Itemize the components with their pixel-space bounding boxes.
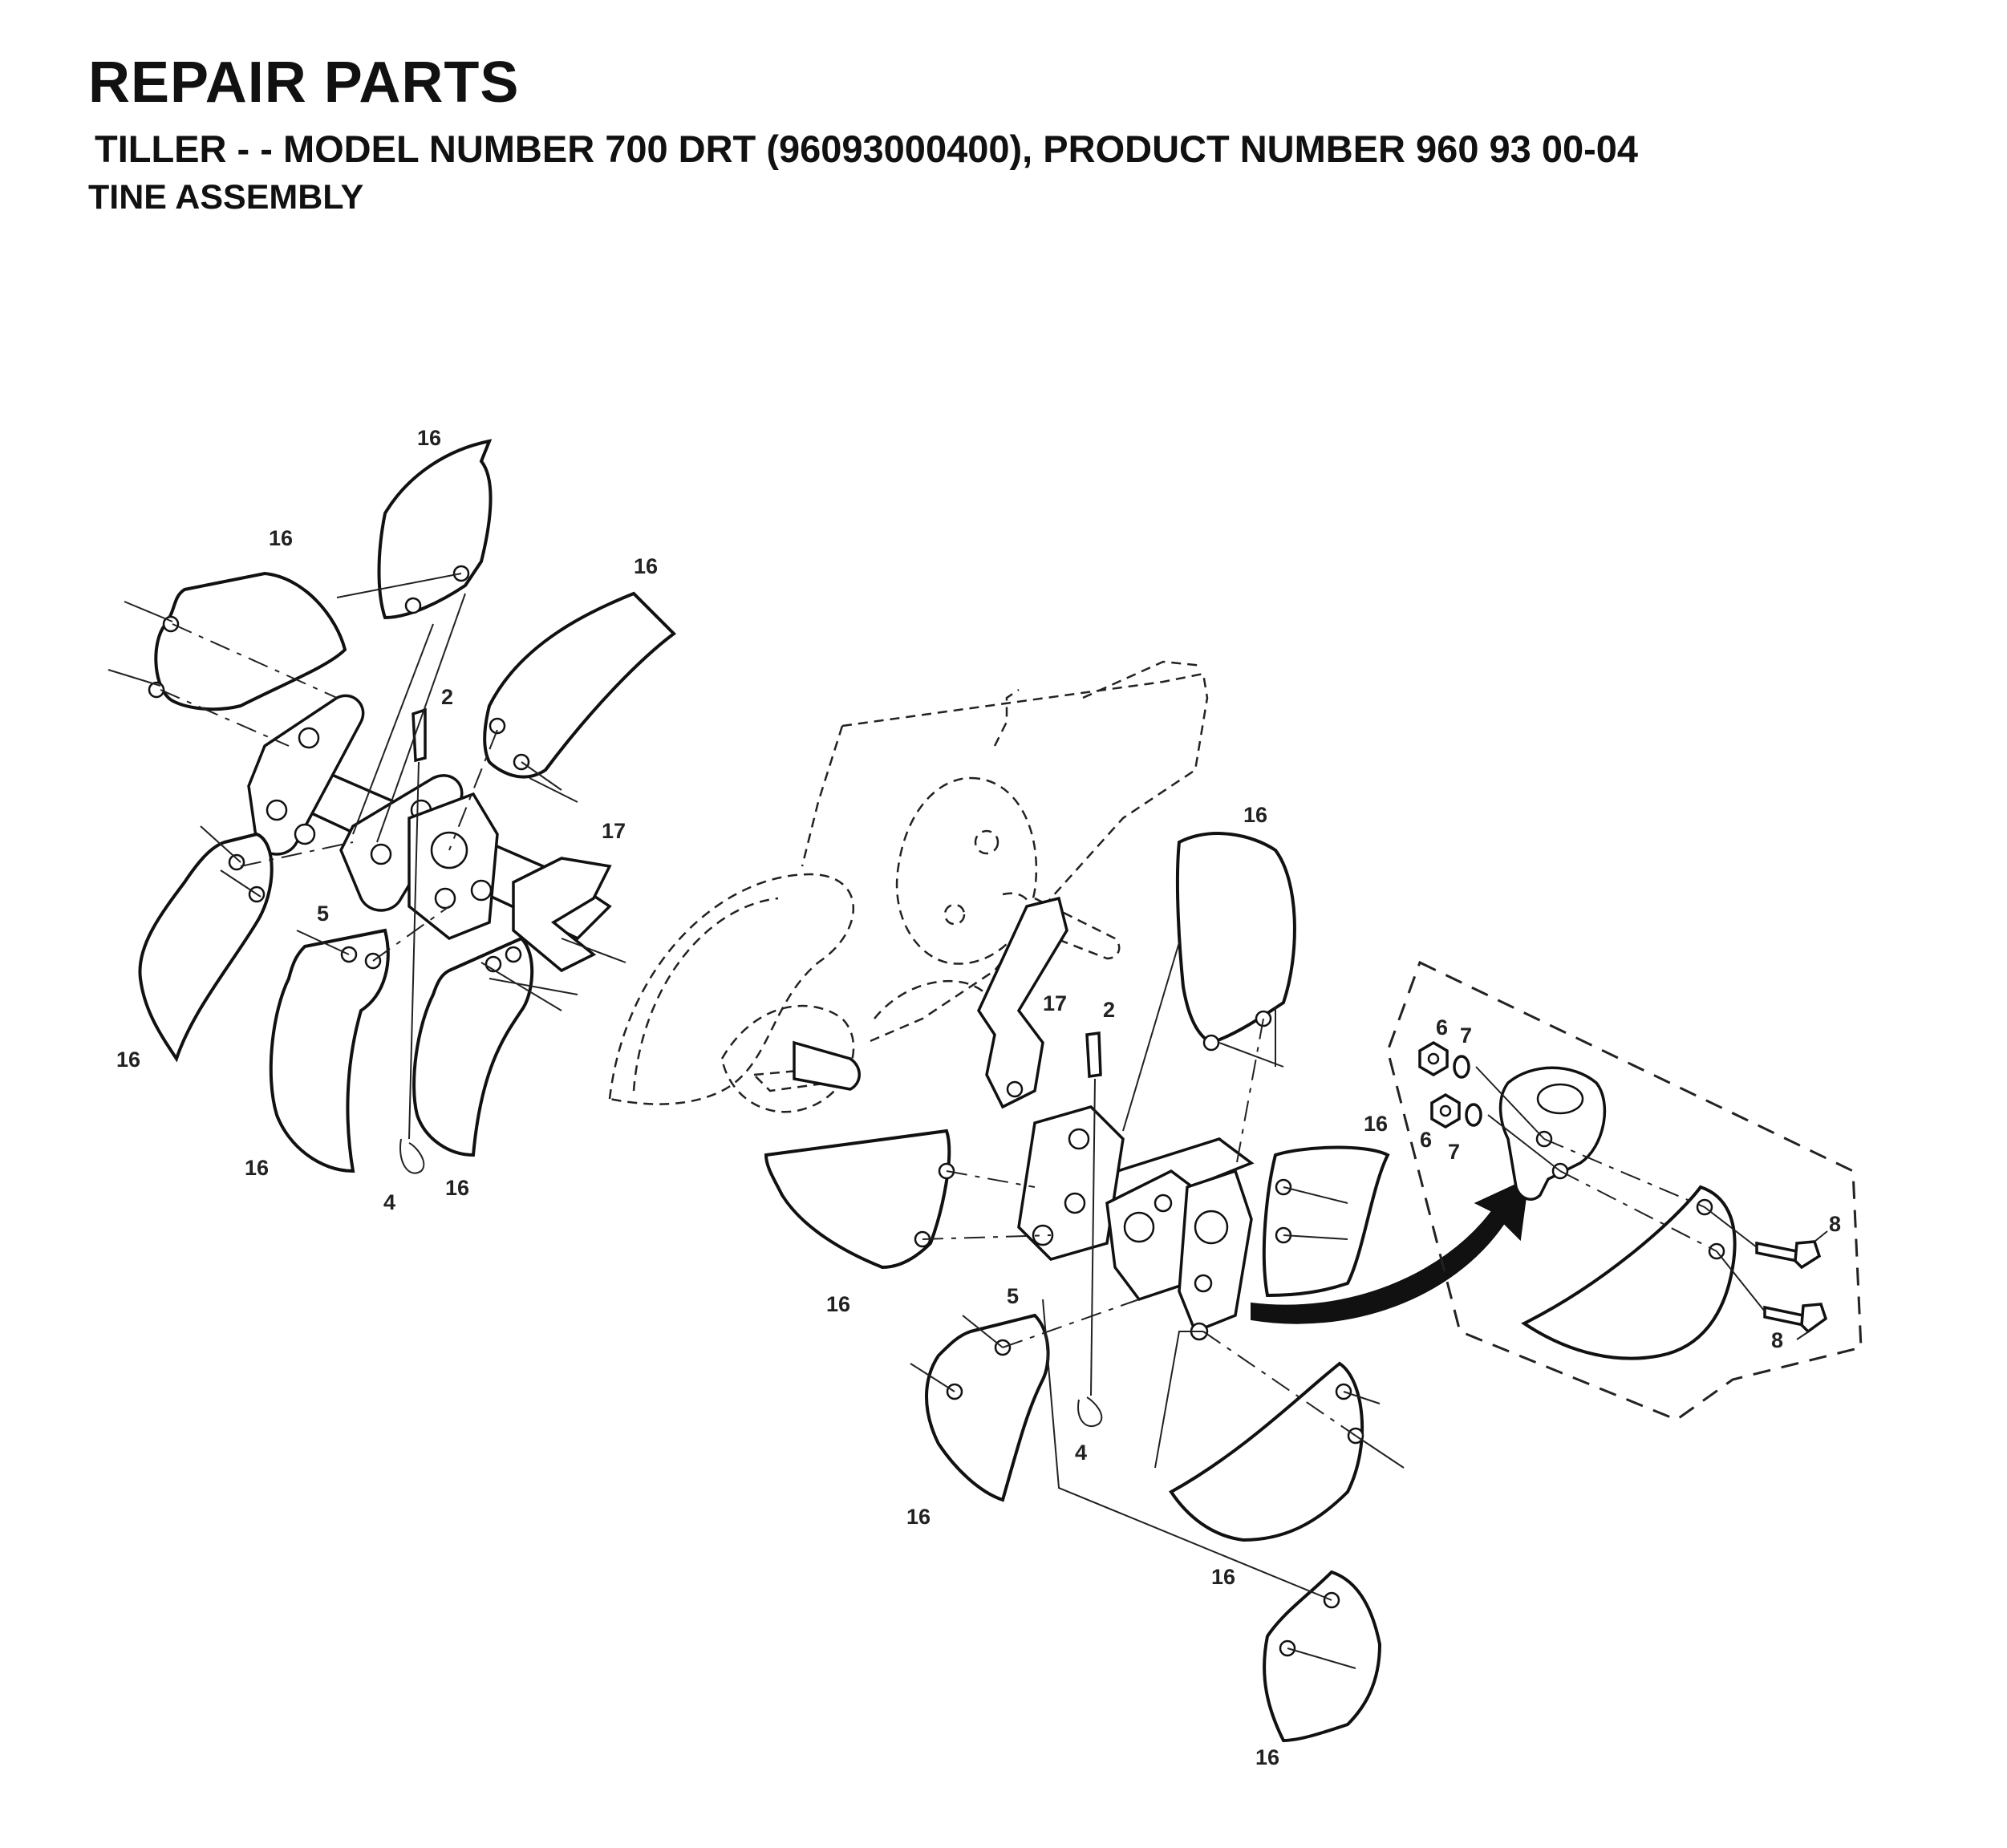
callout-16: 16 [1364, 1112, 1388, 1136]
right-tine-left [764, 1129, 951, 1270]
right-hub-flange-3 [1178, 1169, 1253, 1334]
callout-5: 5 [317, 902, 329, 926]
callout-16: 16 [1255, 1745, 1279, 1769]
callout-8: 8 [1829, 1212, 1841, 1236]
left-tine-top [377, 439, 493, 620]
callout-6: 6 [1420, 1128, 1432, 1152]
left-clevis-pin-2 [412, 707, 427, 763]
callout-16: 16 [1243, 803, 1267, 827]
detail-washer-7-lower [1465, 1103, 1482, 1127]
callout-7: 7 [1448, 1140, 1460, 1164]
callout-4: 4 [1075, 1441, 1087, 1465]
detail-nut-6-lower [1430, 1092, 1461, 1129]
transmission-housing [608, 660, 1209, 1113]
right-tine-lower-left [925, 1313, 1050, 1502]
right-tine-mid-right [1262, 1145, 1390, 1298]
left-hairpin-clip-4 [399, 1138, 425, 1174]
left-tine-lower-center [269, 928, 390, 1173]
callout-4: 4 [383, 1190, 395, 1214]
callout-16: 16 [906, 1505, 931, 1529]
callout-16: 16 [826, 1292, 850, 1316]
right-tine-top [1175, 832, 1296, 1045]
output-shaft [793, 1040, 861, 1091]
callout-2: 2 [1103, 998, 1115, 1022]
callout-6: 6 [1436, 1015, 1448, 1040]
left-tine-upper-right [483, 591, 677, 779]
left-tine-assembly [107, 439, 677, 1174]
left-tine-lower-right [412, 936, 534, 1157]
right-clevis-pin-2 [1085, 1031, 1102, 1079]
detail-arrow [1251, 1177, 1530, 1324]
detail-tine [1521, 1185, 1737, 1360]
left-tine-lower-left [138, 832, 274, 1063]
callout-16: 16 [245, 1156, 269, 1180]
left-bracket-17 [512, 857, 612, 973]
detail-washer-7-upper [1453, 1055, 1470, 1079]
callout-2: 2 [441, 685, 453, 709]
right-bracket-17 [977, 896, 1068, 1109]
callout-17: 17 [602, 819, 626, 843]
callout-16: 16 [269, 526, 293, 550]
callout-16: 16 [417, 426, 441, 450]
callout-16: 16 [634, 554, 658, 578]
detail-nut-6-upper [1418, 1040, 1449, 1077]
right-hairpin-clip-4 [1077, 1396, 1103, 1428]
callout-16: 16 [1211, 1565, 1235, 1589]
model-subtitle: TILLER - - MODEL NUMBER 700 DRT (9609300… [95, 128, 1639, 170]
detail-box [1386, 960, 1863, 1421]
callout-labels: 16 16 16 2 17 5 16 16 4 16 16 17 2 16 5 … [116, 426, 1841, 1769]
right-tine-assembly [764, 832, 1530, 1743]
callout-16: 16 [116, 1048, 140, 1072]
callout-16: 16 [445, 1176, 469, 1200]
callout-5: 5 [1007, 1284, 1019, 1308]
callout-7: 7 [1460, 1023, 1472, 1048]
right-tine-lower-center [1169, 1361, 1364, 1542]
right-tine-bottom [1263, 1570, 1382, 1743]
right-hub-flange-1 [1017, 1105, 1125, 1261]
callout-17: 17 [1043, 991, 1067, 1015]
detail-bolt-8-lower [1763, 1303, 1828, 1334]
detail-bolt-8-upper [1755, 1240, 1822, 1270]
callout-8: 8 [1771, 1328, 1783, 1352]
section-title: TINE ASSEMBLY [88, 178, 364, 217]
page-title: REPAIR PARTS [88, 51, 520, 115]
